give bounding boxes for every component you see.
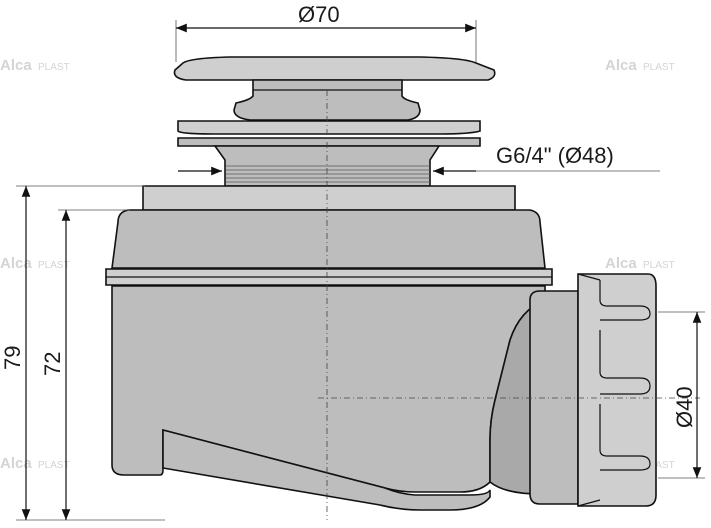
thread-lines — [226, 165, 430, 183]
svg-text:Alca: Alca — [0, 255, 32, 272]
flange-plate — [177, 137, 481, 147]
dimension-outlet-diameter: Ø40 — [658, 311, 705, 479]
svg-text:Alca: Alca — [605, 255, 637, 272]
dimension-height-body: 72 — [40, 209, 130, 520]
svg-text:Alca: Alca — [0, 455, 32, 472]
label-top-diameter: Ø70 — [298, 2, 340, 27]
drain-cap — [173, 56, 496, 81]
label-height-body: 72 — [40, 352, 65, 376]
svg-text:PLAST: PLAST — [38, 260, 70, 271]
watermark-logo: Alca PLAST — [605, 57, 675, 74]
svg-text:Alca: Alca — [0, 57, 32, 74]
flange-ring — [177, 120, 481, 135]
siphon-assembly — [105, 56, 657, 511]
watermark-logo: Alca PLAST — [0, 455, 70, 472]
label-outlet-diameter: Ø40 — [672, 386, 697, 428]
watermark-logo: Alca PLAST — [0, 255, 70, 272]
trap-bottom — [162, 428, 491, 511]
label-thread: G6/4" (Ø48) — [496, 143, 614, 168]
outlet-pipe — [529, 290, 579, 505]
svg-text:Alca: Alca — [605, 57, 637, 74]
svg-text:PLAST: PLAST — [643, 260, 675, 271]
dimension-thread: G6/4" (Ø48) — [178, 143, 660, 176]
watermark-logo: Alca PLAST — [0, 57, 70, 74]
dimension-top-diameter: Ø70 — [175, 2, 477, 62]
outlet-nut — [577, 273, 657, 507]
svg-text:PLAST: PLAST — [643, 62, 675, 73]
label-height-total: 79 — [0, 346, 25, 370]
nut-ribs — [577, 273, 651, 507]
svg-text:PLAST: PLAST — [38, 460, 70, 471]
siphon-upper-body — [111, 209, 546, 269]
svg-text:PLAST: PLAST — [643, 460, 675, 471]
svg-text:PLAST: PLAST — [38, 62, 70, 73]
center-lines — [318, 90, 700, 520]
locking-nut — [142, 185, 516, 211]
watermark-logo: Alca PLAST — [605, 255, 675, 272]
dimension-height-total: 79 — [0, 185, 165, 521]
